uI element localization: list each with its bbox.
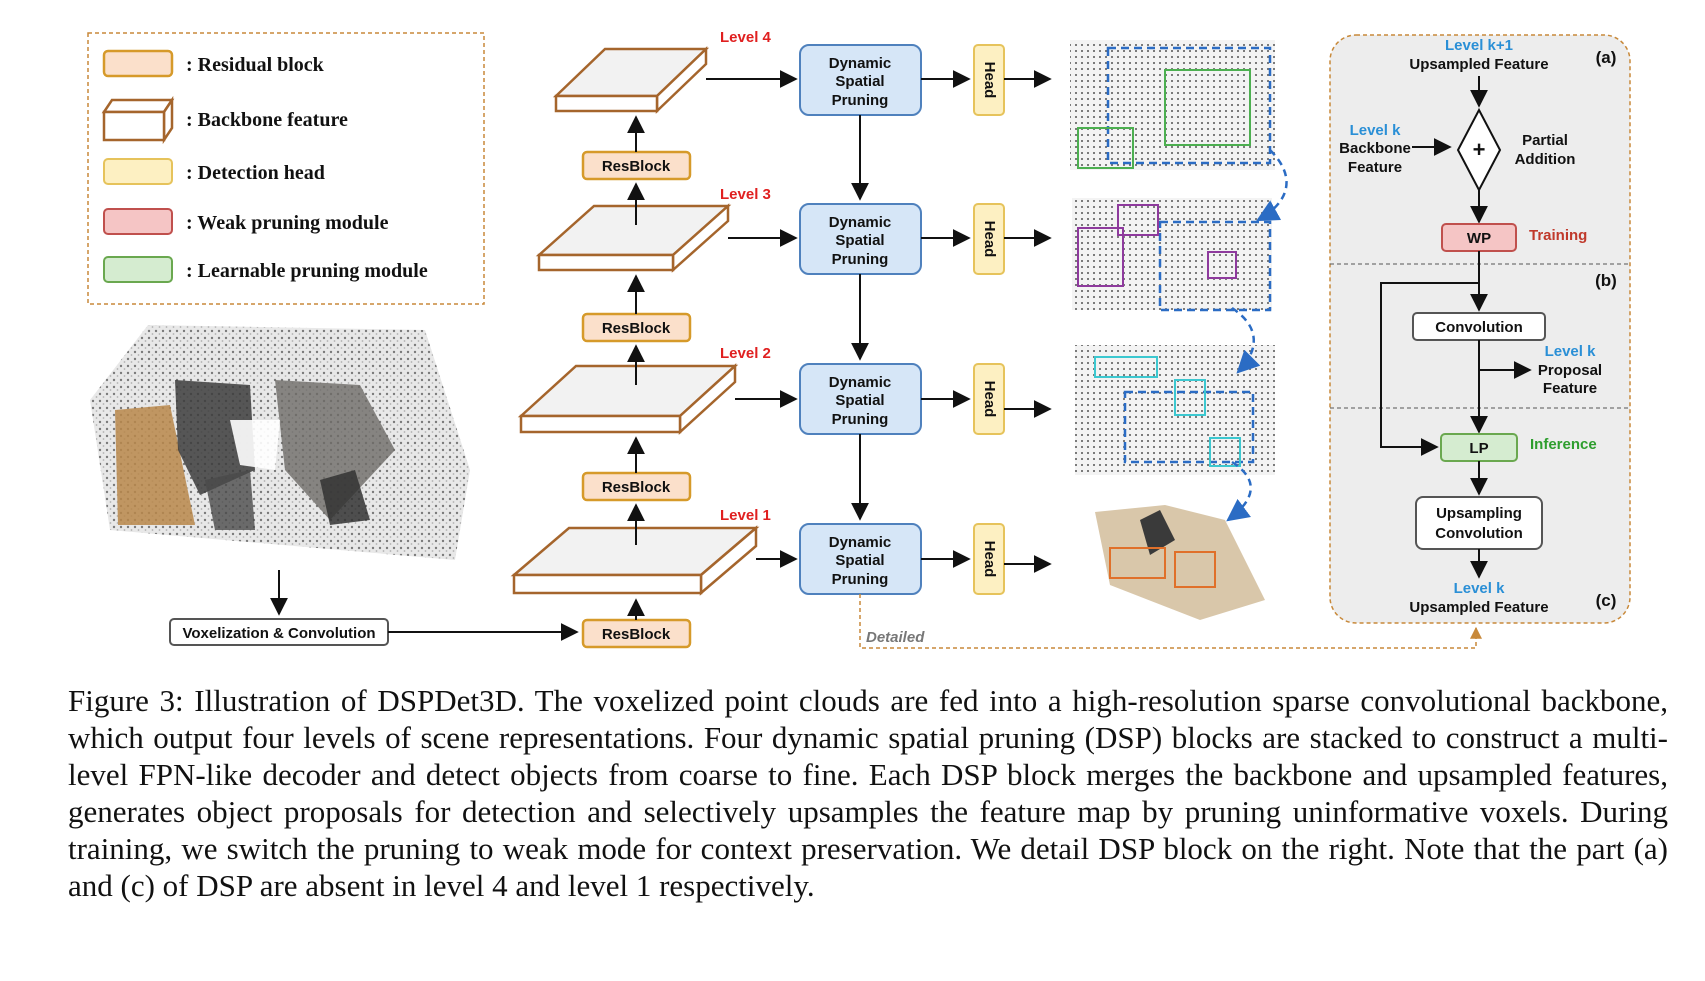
level-label-1: Level 1 (720, 507, 771, 524)
dsp-block-level3: Dynamic Spatial Pruning (799, 203, 922, 275)
dsp3-line1: Dynamic (829, 214, 892, 231)
left-level-label: Level k (1350, 122, 1402, 139)
left-line1: Backbone (1339, 140, 1411, 157)
plus-symbol: + (1473, 137, 1486, 162)
dsp2-line2: Spatial (835, 392, 884, 409)
legend-label-learnable: : Learnable pruning module (186, 260, 428, 282)
dsp2-line1: Dynamic (829, 374, 892, 391)
dsp-block-level4: Dynamic Spatial Pruning (799, 44, 922, 116)
legend-swatch-residual (102, 49, 174, 78)
part-b-label: (b) (1595, 271, 1617, 290)
dsp1-line1: Dynamic (829, 534, 892, 551)
output-scene-level4 (1070, 40, 1275, 170)
caption-label: Figure 3: (68, 683, 184, 718)
legend-label-weak: : Weak pruning module (186, 212, 389, 234)
figure-caption: Figure 3: Illustration of DSPDet3D. The … (68, 682, 1668, 904)
head4-label: Head (981, 62, 998, 99)
backbone-feature-level4 (552, 46, 710, 114)
arrow-skip-to-lp (1380, 282, 1479, 456)
backbone-feature-level1 (510, 525, 760, 596)
detailed-connector (859, 594, 1482, 649)
proposal-line1: Proposal (1538, 362, 1602, 379)
legend-swatch-head (103, 158, 173, 185)
proposal-level-label: Level k (1545, 343, 1597, 360)
resblock-2: ResBlock (581, 471, 692, 502)
legend-label-residual: : Residual block (186, 54, 325, 76)
part-a-label: (a) (1596, 48, 1617, 67)
head-level4: Head (973, 44, 1005, 116)
output-scene-level3 (1072, 198, 1272, 312)
legend-swatch-backbone (101, 95, 175, 145)
head2-label: Head (981, 381, 998, 418)
resblock-1: ResBlock (581, 618, 692, 649)
top-level-label: Level k+1 (1445, 37, 1513, 54)
part-c-label: (c) (1596, 591, 1617, 610)
resblock-3-label: ResBlock (602, 320, 671, 337)
bottom-level-label: Level k (1454, 580, 1506, 597)
dsp-block-level2: Dynamic Spatial Pruning (799, 363, 922, 435)
resblock-2-label: ResBlock (602, 479, 671, 496)
convolution-block: Convolution (1412, 312, 1546, 341)
architecture-diagram: : Residual block : Backbone feature : De… (87, 29, 1631, 649)
head3-label: Head (981, 221, 998, 258)
dsp4-line1: Dynamic (829, 55, 892, 72)
dsp-block-level1: Dynamic Spatial Pruning (799, 523, 922, 595)
detailed-label: Detailed (866, 629, 925, 646)
legend-swatch-weak (103, 208, 173, 235)
output-scene-level1 (1095, 505, 1265, 620)
proposal-line2: Feature (1543, 380, 1597, 397)
resblock-3: ResBlock (581, 312, 692, 343)
input-point-cloud-image (90, 325, 470, 560)
dsp-detail-panel: (a) (b) (c) Level k+1 Upsampled Feature … (1329, 34, 1631, 624)
partial-line2: Addition (1515, 151, 1576, 168)
head-level1: Head (973, 523, 1005, 595)
upsampling-conv-block: Upsampling Convolution (1415, 496, 1543, 550)
legend-label-head: : Detection head (186, 162, 325, 184)
backbone-feature-level3 (535, 203, 732, 273)
resblock-1-label: ResBlock (602, 626, 671, 643)
lp-block: LP (1440, 433, 1518, 462)
wp-label: WP (1467, 230, 1491, 247)
legend-label-backbone: : Backbone feature (186, 109, 348, 131)
dsp3-line2: Spatial (835, 232, 884, 249)
lp-label: LP (1469, 440, 1488, 457)
upconv-line1: Upsampling (1436, 505, 1522, 522)
voxelization-label: Voxelization & Convolution (182, 625, 375, 642)
level-label-2: Level 2 (720, 345, 771, 362)
legend: : Residual block : Backbone feature : De… (87, 32, 485, 305)
partial-line1: Partial (1522, 132, 1568, 149)
upconv-line2: Convolution (1435, 525, 1522, 542)
level-label-3: Level 3 (720, 186, 771, 203)
bottom-feature-label: Upsampled Feature (1409, 599, 1548, 616)
blue-arrow-4to3 (1256, 149, 1288, 222)
caption-text: Illustration of DSPDet3D. The voxelized … (68, 683, 1668, 903)
wp-block: WP (1441, 223, 1517, 252)
dsp2-line3: Pruning (832, 411, 889, 428)
head-level2: Head (973, 363, 1005, 435)
dsp4-line2: Spatial (835, 73, 884, 90)
resblock-4: ResBlock (581, 150, 692, 181)
inference-label: Inference (1530, 436, 1597, 453)
blue-arrow-3to2 (1231, 306, 1261, 374)
dsp1-line3: Pruning (832, 571, 889, 588)
level-label-4: Level 4 (720, 29, 772, 46)
resblock-4-label: ResBlock (602, 158, 671, 175)
backbone-feature-level2 (517, 363, 739, 435)
legend-swatch-learnable (103, 256, 173, 283)
top-feature-label: Upsampled Feature (1409, 56, 1548, 73)
blue-arrow-2to1 (1226, 460, 1252, 522)
dsp1-line2: Spatial (835, 552, 884, 569)
head-level3: Head (973, 203, 1005, 275)
training-label: Training (1529, 227, 1587, 244)
voxelization-block: Voxelization & Convolution (169, 618, 389, 646)
dsp4-line3: Pruning (832, 92, 889, 109)
head1-label: Head (981, 541, 998, 578)
convolution-label: Convolution (1435, 319, 1522, 336)
dsp3-line3: Pruning (832, 251, 889, 268)
left-line2: Feature (1348, 159, 1402, 176)
